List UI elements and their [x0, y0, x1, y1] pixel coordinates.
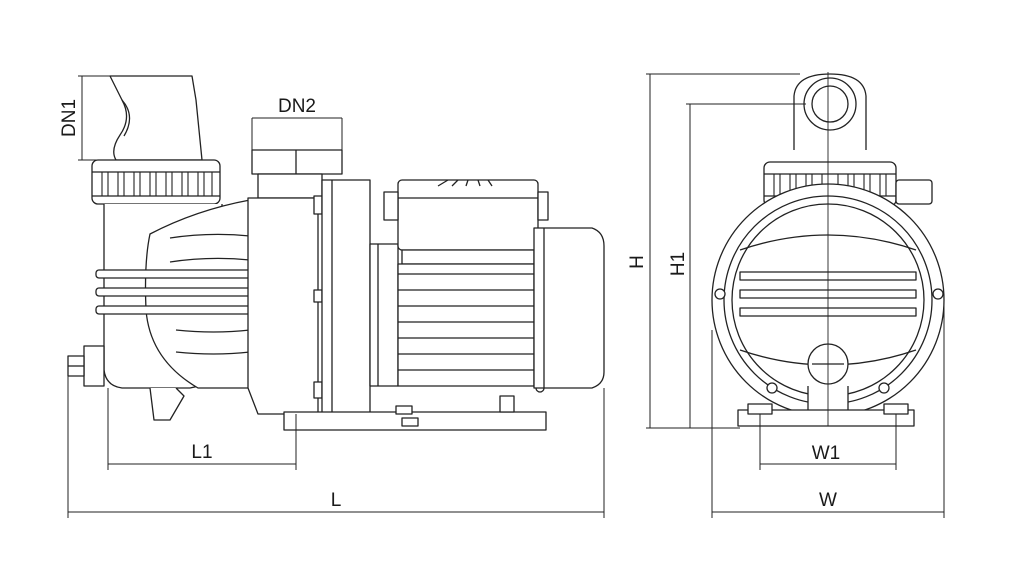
- terminal-box: [383, 179, 549, 265]
- dimension-h1: [686, 103, 806, 429]
- dimension-w1: [759, 414, 897, 470]
- front-view: [646, 72, 945, 518]
- base-plate: [283, 395, 547, 431]
- label-h: H: [627, 255, 648, 269]
- side-view: [67, 75, 605, 518]
- motor-body: [397, 255, 545, 393]
- label-w1: W1: [812, 443, 841, 464]
- label-dn2: DN2: [278, 96, 316, 117]
- strainer-foot: [149, 387, 185, 421]
- label-l: L: [331, 490, 342, 511]
- dimension-dn2: [251, 117, 343, 150]
- strainer-housing: [95, 199, 253, 389]
- dimension-l1: [107, 388, 297, 470]
- dimension-l: [67, 376, 605, 518]
- discharge-port: [251, 149, 343, 199]
- strainer-lid-handle: [109, 75, 203, 161]
- label-dn1: DN1: [59, 99, 80, 137]
- fan-cover: [533, 227, 605, 389]
- front-base: [737, 386, 915, 427]
- dimension-dn1: [78, 75, 116, 161]
- pump-body: [247, 195, 323, 415]
- label-l1: L1: [191, 442, 212, 463]
- strainer-lid-ring: [91, 159, 221, 205]
- inlet-spigot: [67, 345, 105, 387]
- label-w: W: [819, 490, 837, 511]
- front-inlet-port: [793, 73, 867, 150]
- label-h1: H1: [668, 252, 689, 276]
- dimension-w: [711, 300, 945, 518]
